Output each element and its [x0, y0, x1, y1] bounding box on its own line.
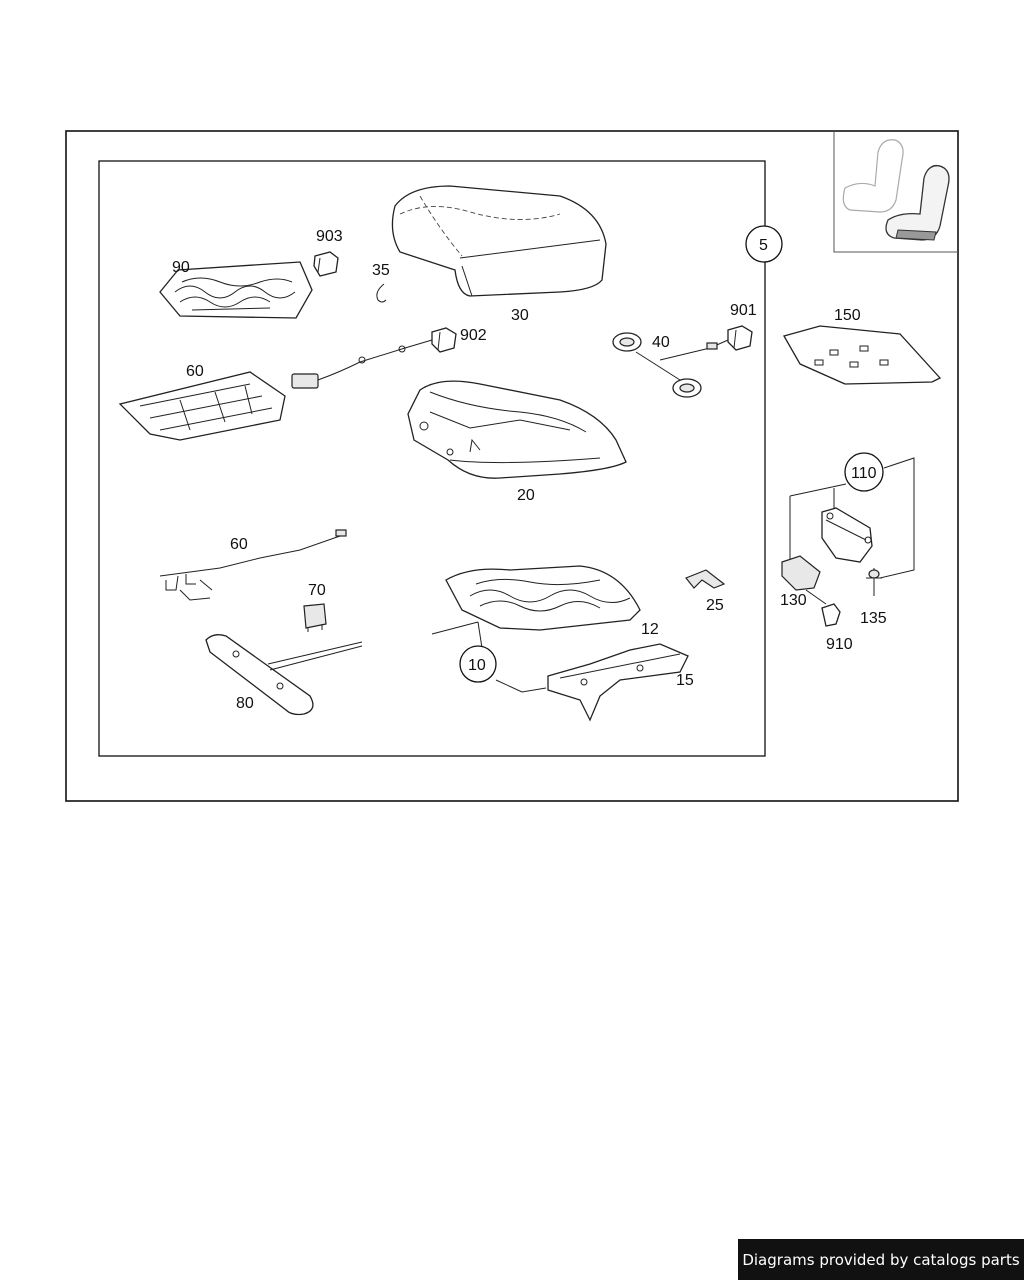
- part-901-connector: [727, 325, 753, 351]
- part-80-bracket: [205, 634, 363, 716]
- label-80: 80: [236, 695, 254, 712]
- part-90-heater-mat: [159, 261, 313, 319]
- part-60-sensor-mat: [118, 339, 433, 441]
- seat-locator-thumbnail: [833, 131, 958, 253]
- label-40: 40: [652, 334, 670, 351]
- label-903: 903: [316, 228, 343, 245]
- outer-frame: [65, 130, 959, 802]
- label-70: 70: [308, 582, 326, 599]
- label-135: 135: [860, 610, 887, 627]
- part-20-foam-pad: [407, 380, 627, 479]
- part-903-connector: [313, 251, 339, 277]
- label-60-top: 60: [186, 363, 204, 380]
- callout-5-label: 5: [759, 237, 768, 254]
- label-30: 30: [511, 307, 529, 324]
- label-12: 12: [641, 621, 659, 638]
- label-15: 15: [676, 672, 694, 689]
- part-70-clip: [303, 603, 327, 632]
- callout-10-label: 10: [468, 657, 486, 674]
- diagram-credit: Diagrams provided by catalogs parts: [738, 1239, 1024, 1280]
- part-30-cushion-cover: [391, 185, 607, 297]
- label-901: 901: [730, 302, 757, 319]
- callout-110[interactable]: 110: [844, 452, 884, 492]
- part-110-duct: [821, 507, 873, 563]
- part-25-clip: [685, 569, 726, 589]
- part-150-cover-plate: [783, 325, 942, 385]
- label-35: 35: [372, 262, 390, 279]
- label-910: 910: [826, 636, 853, 653]
- part-910-connector: [805, 589, 841, 627]
- part-135-screw: [866, 568, 882, 596]
- callout-10[interactable]: 10: [459, 645, 497, 683]
- label-130: 130: [780, 592, 807, 609]
- part-15-side-rail: [547, 643, 689, 722]
- inner-frame: [98, 160, 766, 757]
- part-35-clip: [376, 283, 387, 303]
- callout-110-leaders: [789, 457, 915, 579]
- label-20: 20: [517, 487, 535, 504]
- callout-5[interactable]: 5: [745, 225, 783, 263]
- callout-10-leaders: [431, 621, 547, 693]
- label-25: 25: [706, 597, 724, 614]
- label-60-bottom: 60: [230, 536, 248, 553]
- label-902: 902: [460, 327, 487, 344]
- part-40-sensor-pair: [612, 332, 729, 398]
- label-90: 90: [172, 259, 190, 276]
- part-12-spring-base: [445, 565, 641, 631]
- callout-110-label: 110: [851, 465, 877, 482]
- label-150: 150: [834, 307, 861, 324]
- part-60-wiring-harness: [159, 529, 347, 601]
- part-130-module: [781, 555, 821, 591]
- part-902-connector: [431, 327, 457, 353]
